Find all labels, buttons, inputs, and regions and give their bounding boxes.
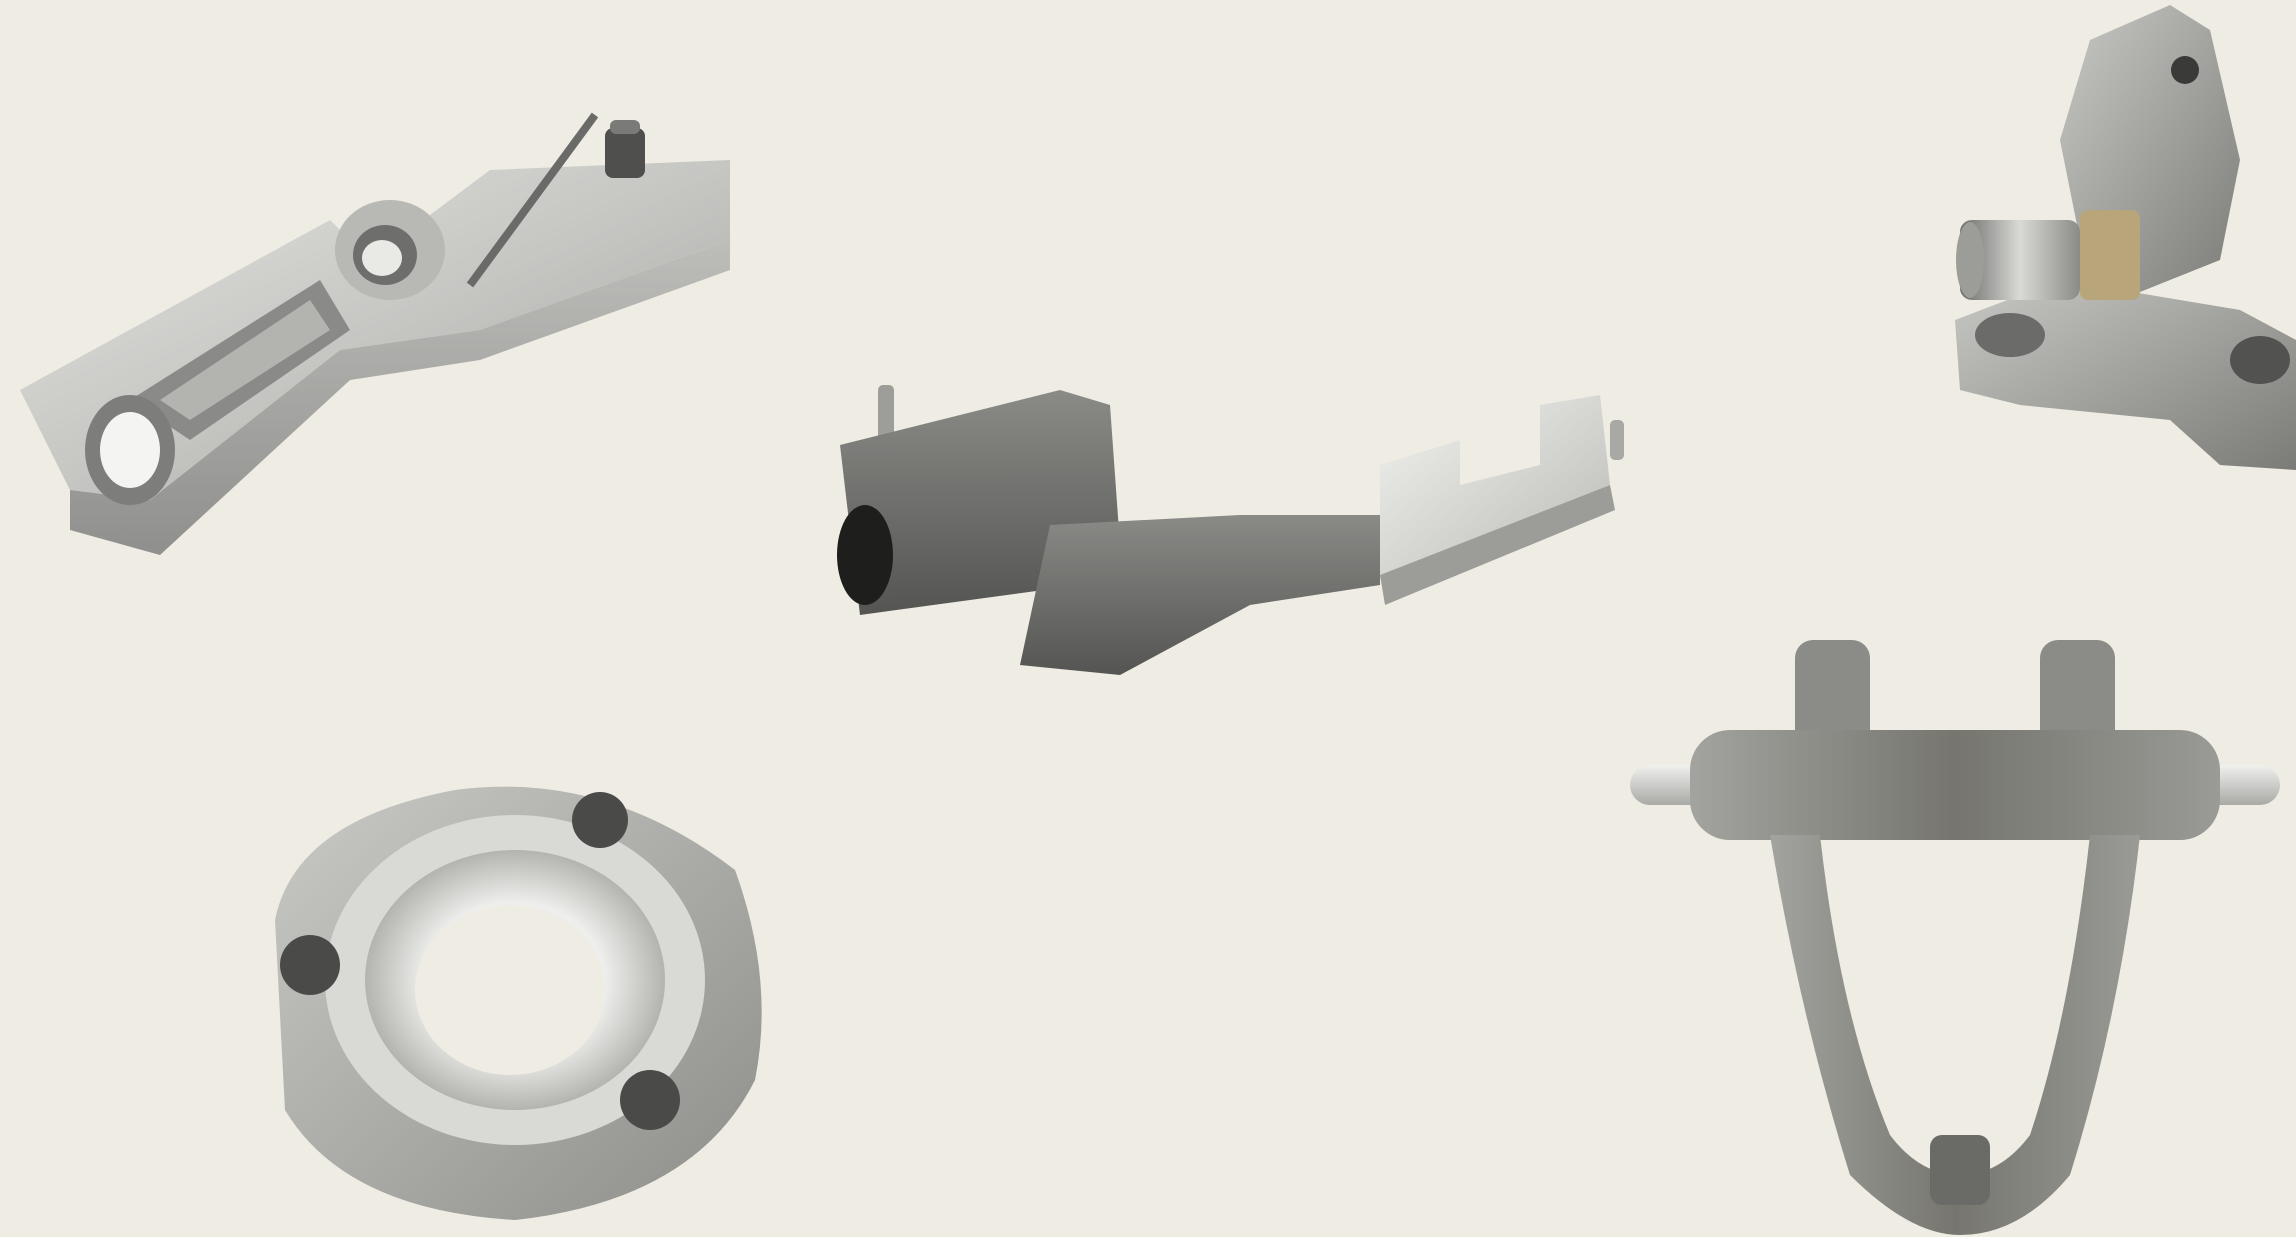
threaded-fitting-bracket-drawing — [1955, 5, 2296, 470]
aluminum-lever-bracket — [10, 100, 750, 570]
yoke-fork-with-pin — [1620, 635, 2290, 1237]
aluminum-lever-bracket-drawing — [20, 112, 730, 555]
ring-gear-collar-drawing — [275, 786, 762, 1220]
cast-shift-fork-arm — [820, 375, 1640, 695]
cast-shift-fork-arm-drawing — [837, 385, 1624, 675]
yoke-fork-with-pin-drawing — [1630, 640, 2280, 1235]
ring-gear-collar — [255, 780, 775, 1220]
threaded-fitting-bracket — [1940, 0, 2296, 480]
